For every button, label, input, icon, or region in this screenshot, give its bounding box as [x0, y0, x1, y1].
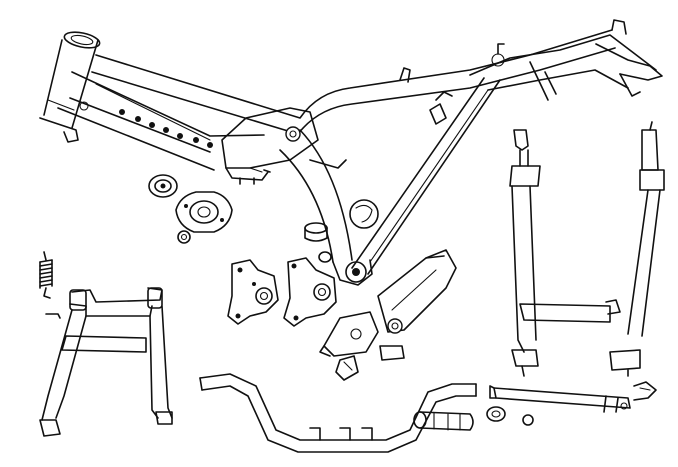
center-stand	[39, 287, 173, 437]
rear-diagonal-brace	[351, 77, 501, 275]
shaft-spring-clip	[633, 381, 657, 401]
pivot-washer	[522, 414, 534, 426]
frame-clip	[318, 251, 332, 263]
main-frame	[39, 19, 663, 357]
handlebar-grip	[413, 411, 474, 431]
rear-subframe	[399, 19, 663, 125]
pivot-bush	[486, 406, 506, 422]
frame-spacer-bush	[304, 222, 328, 242]
rear-spine	[279, 129, 379, 286]
engine-mount-plate-right	[283, 257, 337, 327]
engine-mount-cup	[175, 191, 233, 233]
steering-head-tube	[39, 31, 101, 143]
engine-mount-bracket	[221, 107, 319, 185]
return-spring	[39, 251, 53, 299]
down-tube	[57, 71, 265, 171]
lower-mount-bracket	[319, 311, 379, 357]
side-stand-assembly	[509, 121, 665, 377]
engine-mount-plate-left	[227, 259, 279, 325]
pivot-rubber-block	[335, 345, 405, 381]
handlebar	[199, 373, 477, 453]
stand-pivot-shaft	[489, 385, 631, 413]
swingarm	[377, 249, 457, 334]
mount-washer	[177, 230, 191, 244]
rubber-mount-bushing	[148, 174, 178, 198]
swingarm-pivot	[345, 261, 367, 283]
